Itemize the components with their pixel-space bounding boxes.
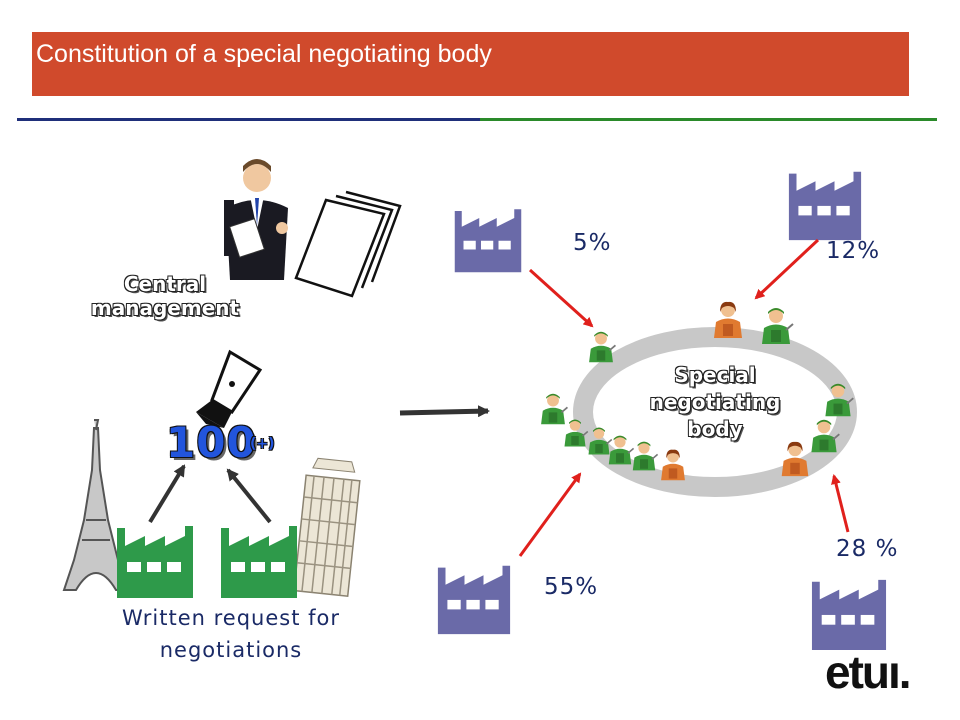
factory-icon [221,526,297,598]
share-label: 55% [544,574,599,600]
threshold-value: 100 [166,418,257,467]
arrow-12-percent [754,238,820,300]
share-label: 5% [573,230,612,256]
title-bar: Constitution of a special negotiating bo… [32,32,909,96]
leaning-tower-icon [293,457,361,598]
fountain-pen-icon [196,349,263,428]
arrow-factory-left [148,464,186,524]
factory-icon [788,171,862,241]
written-request-label: Written request for negotiations [121,606,341,662]
worker-icon [631,440,659,472]
arrow-factory-right [226,468,272,524]
factory-icon [117,526,193,598]
worker-icon [761,307,794,345]
special-negotiating-body-label: Special negotiating body [649,363,781,441]
worker-icon [714,301,742,338]
worker-icon [540,392,569,426]
divider-left [17,118,480,121]
arrow-55-percent [518,472,582,557]
worker-icon [588,330,617,364]
factory-icon [437,565,511,635]
divider-right [480,118,937,121]
share-label: 12% [826,238,881,264]
main-arrow [399,405,490,418]
page-title: Constitution of a special negotiating bo… [36,40,492,68]
central-management-label: Central management [90,272,240,320]
worker-icon [661,449,685,481]
factory-icon [811,579,887,651]
share-label: 28 % [836,536,899,562]
etui-logo: etuı. [825,646,912,698]
businessman-icon [224,159,288,280]
eiffel-tower-icon [62,419,130,591]
threshold-suffix: (+) [250,436,275,452]
factory-icon [454,209,522,273]
arrow-28-percent [831,474,850,533]
arrow-5-percent [528,268,594,328]
documents-icon [294,190,402,298]
